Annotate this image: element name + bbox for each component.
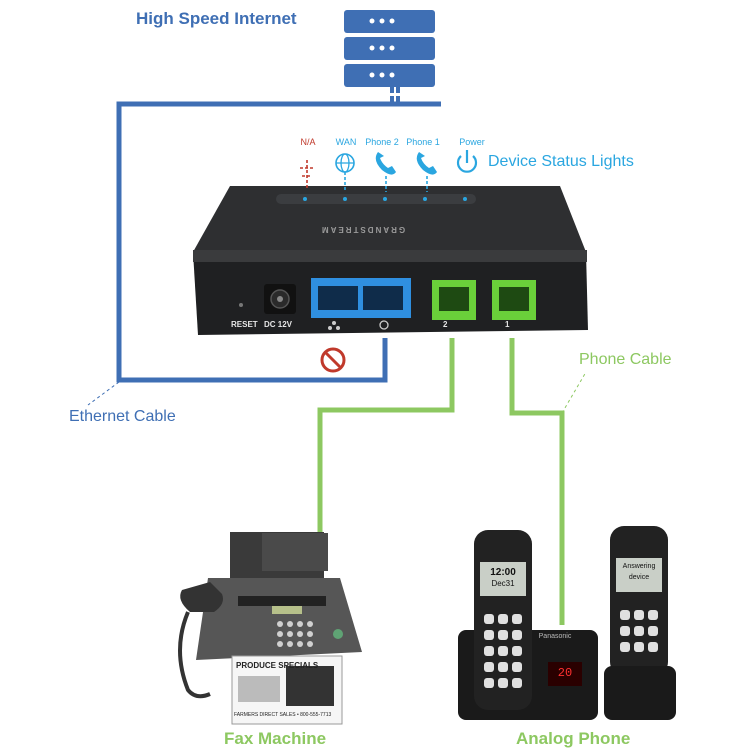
handset1-time: 12:00 <box>490 567 516 578</box>
globe-icon <box>335 153 355 192</box>
led-label-phone2: Phone 2 <box>365 137 399 147</box>
server-icon <box>344 10 435 104</box>
reset-label: RESET <box>231 320 258 329</box>
ethernet-cable-label: Ethernet Cable <box>69 408 176 425</box>
analog-handset-2 <box>604 526 676 720</box>
phone-cable-analog <box>509 338 565 625</box>
phone1-icon <box>416 152 437 192</box>
diagram-title: High Speed Internet <box>136 9 297 28</box>
led-label-phone1: Phone 1 <box>406 137 440 147</box>
phone-cable-fax <box>317 338 455 540</box>
ethernet-cable <box>116 101 392 383</box>
dc-label: DC 12V <box>264 320 293 329</box>
led-label-na: N/A <box>300 137 316 147</box>
handset1-date: Dec31 <box>491 579 515 588</box>
phone-cable-label: Phone Cable <box>579 351 672 368</box>
port1-label: 1 <box>505 320 510 329</box>
handset2-line1: Answering <box>622 563 656 570</box>
phone2-icon <box>375 152 396 192</box>
fax-machine <box>178 532 362 725</box>
handset2-line2: device <box>628 574 650 581</box>
base-brand: Panasonic <box>538 633 572 640</box>
network-port-icon <box>328 321 340 330</box>
led-label-power: Power <box>459 137 485 147</box>
power-icon <box>456 150 478 173</box>
device-brand: GRANDSTREAM <box>320 225 406 234</box>
wan-port-icon <box>379 320 389 330</box>
analog-handset-1 <box>474 530 532 710</box>
analog-phone-label: Analog Phone <box>516 729 631 748</box>
base-display: 20 <box>557 666 573 680</box>
fax-paper-footer: FARMERS DIRECT SALES • 800-555-7713 <box>234 712 332 718</box>
fax-machine-label: Fax Machine <box>224 729 327 748</box>
ata-device <box>193 186 588 335</box>
no-symbol-icon <box>320 347 346 373</box>
led-label-wan: WAN <box>335 137 357 147</box>
port2-label: 2 <box>443 320 448 329</box>
na-icon <box>300 160 314 188</box>
device-status-label: Device Status Lights <box>488 153 634 170</box>
fax-paper-headline: PRODUCE SPECIALS <box>236 661 319 670</box>
